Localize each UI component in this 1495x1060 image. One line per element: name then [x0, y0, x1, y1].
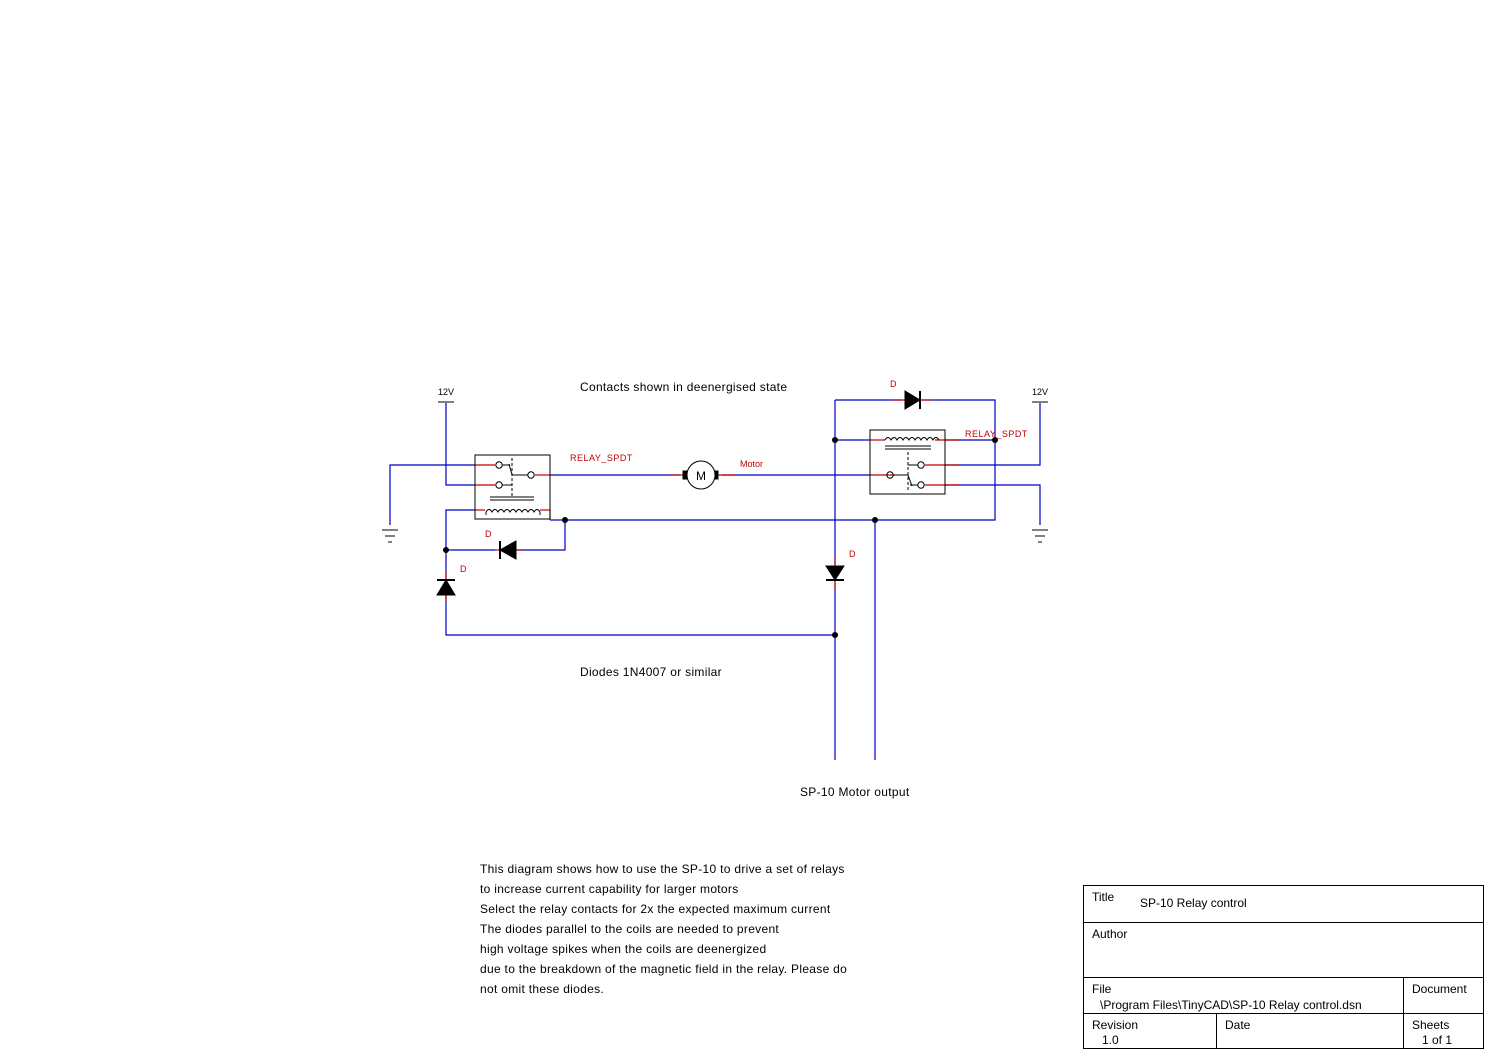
file-value: \Program Files\TinyCAD\SP-10 Relay contr…: [1100, 998, 1362, 1012]
title-label: Title: [1092, 890, 1115, 904]
relay-right-label: RELAY_SPDT: [965, 429, 1028, 439]
motor-symbol: M: [696, 469, 706, 483]
revision-value: 1.0: [1102, 1033, 1119, 1047]
document-cell: Document: [1404, 978, 1483, 1014]
sheets-value: 1 of 1: [1422, 1033, 1453, 1047]
description-line: due to the breakdown of the magnetic fie…: [480, 962, 848, 976]
diode-right-lower-label: D: [849, 549, 856, 559]
description-text: This diagram shows how to use the SP-10 …: [480, 859, 847, 999]
diode-right-lower-icon: [825, 565, 845, 581]
description-line: to increase current capability for large…: [480, 882, 739, 896]
diode-left-lower-icon: [436, 579, 456, 596]
sheets-label: Sheets: [1412, 1018, 1450, 1032]
relay-right: [869, 429, 946, 495]
ground-left-icon: [382, 529, 398, 543]
document-label: Document: [1412, 982, 1467, 996]
diode-coil-right-label: D: [890, 379, 897, 389]
ground-right-icon: [1032, 529, 1048, 543]
revision-cell: Revision 1.0: [1084, 1014, 1217, 1048]
supply-right-label: 12V: [1032, 387, 1048, 397]
junctions: [443, 437, 998, 638]
file-label: File: [1092, 982, 1112, 996]
revision-label: Revision: [1092, 1018, 1139, 1032]
description-line: Select the relay contacts for 2x the exp…: [480, 902, 831, 916]
contacts-note: Contacts shown in deenergised state: [580, 380, 788, 394]
description-line: The diodes parallel to the coils are nee…: [480, 922, 780, 936]
motor-icon: [682, 460, 719, 490]
description-line: This diagram shows how to use the SP-10 …: [480, 862, 845, 876]
diodes-note: Diodes 1N4007 or similar: [580, 665, 722, 679]
title-cell: Title SP-10 Relay control: [1084, 886, 1483, 923]
sheets-cell: Sheets 1 of 1: [1404, 1014, 1483, 1048]
title-value: SP-10 Relay control: [1140, 896, 1247, 910]
relay-left-label: RELAY_SPDT: [570, 453, 633, 463]
file-cell: File \Program Files\TinyCAD\SP-10 Relay …: [1084, 978, 1404, 1014]
date-cell: Date: [1217, 1014, 1404, 1048]
wires: [389, 399, 1041, 760]
supply-left-label: 12V: [438, 387, 454, 397]
relay-left: [474, 454, 551, 520]
description-line: high voltage spikes when the coils are d…: [480, 942, 767, 956]
pin-stubs: [445, 399, 960, 602]
author-cell: Author: [1084, 923, 1483, 978]
diode-coil-left-icon: [498, 540, 517, 560]
diode-left-lower-label: D: [460, 564, 467, 574]
motor-output-note: SP-10 Motor output: [800, 785, 910, 799]
author-label: Author: [1092, 927, 1128, 941]
diode-coil-right-icon: [904, 390, 921, 410]
description-line: not omit these diodes.: [480, 982, 605, 996]
date-label: Date: [1225, 1018, 1251, 1032]
title-block: Title SP-10 Relay control Author File \P…: [1083, 885, 1484, 1049]
motor-label: Motor: [740, 459, 763, 469]
diode-coil-left-label: D: [485, 529, 492, 539]
